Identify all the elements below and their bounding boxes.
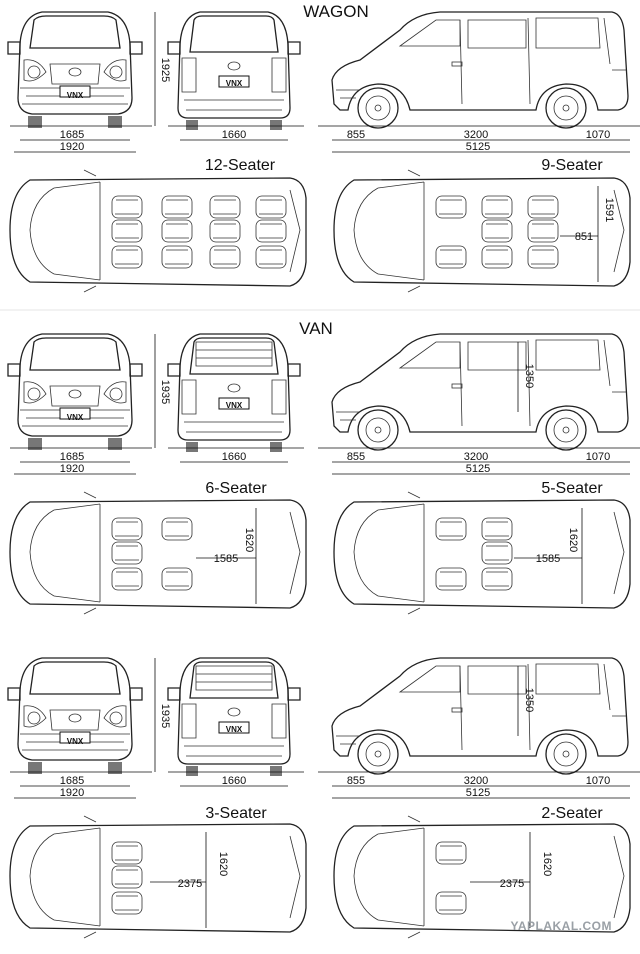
wagon-side-view bbox=[331, 11, 629, 129]
layout-title-6: 6-Seater bbox=[205, 480, 267, 497]
dim-height-wagon: 1925 bbox=[159, 58, 171, 82]
dim-wheelbase-van-2: 3200 bbox=[464, 775, 488, 787]
watermark: YAPLAKAL.COM bbox=[510, 919, 612, 933]
plate-rear-wagon: VNX bbox=[226, 79, 243, 88]
dim-rear-overhang-wagon: 1070 bbox=[586, 129, 610, 141]
topview-12-seater bbox=[9, 169, 307, 293]
layout-title-3: 3-Seater bbox=[205, 805, 267, 822]
dim-length-van-2: 5125 bbox=[466, 787, 490, 799]
dim-rear-track-van-1: 1660 bbox=[222, 451, 246, 463]
dim-cargo-length-2: 2375 bbox=[500, 878, 524, 890]
dim-rear-track-van-2: 1660 bbox=[222, 775, 246, 787]
dim-cargo-length-5: 1585 bbox=[536, 553, 560, 565]
dim-rear-overhang-van-2: 1070 bbox=[586, 775, 610, 787]
dim-front-overhang-wagon: 855 bbox=[347, 129, 365, 141]
topview-6-seater bbox=[9, 491, 307, 615]
dim-cargo-width-5: 1620 bbox=[567, 528, 579, 552]
dim-interior-height-van-2: 1350 bbox=[523, 688, 535, 712]
dim-front-track-wagon: 1685 bbox=[60, 129, 84, 141]
wagon-front-view bbox=[7, 11, 143, 129]
dim-cargo-width-6: 1620 bbox=[243, 528, 255, 552]
section-title-wagon: WAGON bbox=[303, 2, 368, 21]
dim-wheelbase-wagon: 3200 bbox=[464, 129, 488, 141]
section-title-van: VAN bbox=[299, 319, 333, 338]
topview-3-seater bbox=[9, 815, 307, 939]
plate-rear-van-2: VNX bbox=[226, 725, 243, 734]
dim-length-van-1: 5125 bbox=[466, 463, 490, 475]
layout-title-12: 12-Seater bbox=[205, 157, 276, 174]
dim-cargo-length-3: 2375 bbox=[178, 878, 202, 890]
topview-9-seater bbox=[333, 169, 631, 293]
dim-front-overhang-van-2: 855 bbox=[347, 775, 365, 787]
topview-2-seater bbox=[333, 815, 631, 939]
wagon-rear-view bbox=[167, 11, 301, 131]
dim-cargo-width-9: 1591 bbox=[603, 198, 615, 222]
dim-front-overhang-van-1: 855 bbox=[347, 451, 365, 463]
plate-front-van-2: VNX bbox=[67, 737, 84, 746]
layout-title-2: 2-Seater bbox=[541, 805, 603, 822]
layout-title-5: 5-Seater bbox=[541, 480, 603, 497]
dim-rear-overhang-van-1: 1070 bbox=[586, 451, 610, 463]
dim-cargo-length-6: 1585 bbox=[214, 553, 238, 565]
dim-height-van-1: 1935 bbox=[159, 380, 171, 404]
plate-front-wagon: VNX bbox=[67, 91, 84, 100]
dim-length-wagon: 5125 bbox=[466, 141, 490, 153]
van-views-1 bbox=[7, 333, 629, 453]
dim-width-van-2: 1920 bbox=[60, 787, 84, 799]
layout-title-9: 9-Seater bbox=[541, 157, 603, 174]
dim-width-wagon: 1920 bbox=[60, 141, 84, 153]
topview-5-seater bbox=[333, 491, 631, 615]
dim-cargo-width-3: 1620 bbox=[217, 852, 229, 876]
van-views-2 bbox=[7, 657, 629, 777]
dim-width-van-1: 1920 bbox=[60, 463, 84, 475]
dim-front-track-van-1: 1685 bbox=[60, 451, 84, 463]
dim-rear-track-wagon: 1660 bbox=[222, 129, 246, 141]
plate-front-van-1: VNX bbox=[67, 413, 84, 422]
dim-interior-height-van-1: 1350 bbox=[523, 364, 535, 388]
dim-cargo-length-9: 851 bbox=[575, 231, 593, 243]
dim-height-van-2: 1935 bbox=[159, 704, 171, 728]
dim-wheelbase-van-1: 3200 bbox=[464, 451, 488, 463]
plate-rear-van-1: VNX bbox=[226, 401, 243, 410]
dim-front-track-van-2: 1685 bbox=[60, 775, 84, 787]
dim-cargo-width-2: 1620 bbox=[541, 852, 553, 876]
